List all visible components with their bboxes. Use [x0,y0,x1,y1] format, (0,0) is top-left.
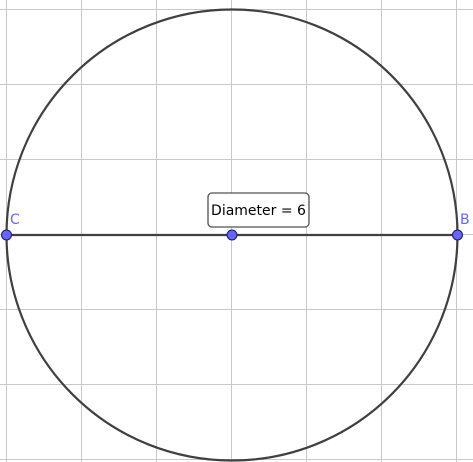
point-label-b: B [460,212,470,228]
annotation-box [207,192,310,228]
point-label-c: C [10,212,20,228]
diameter-annotation[interactable]: Diameter = 6 [207,192,310,228]
point-center[interactable] [226,229,238,241]
annotation-text: Diameter = 6 [211,203,306,219]
point-b[interactable] [452,229,463,241]
point-c[interactable] [1,229,12,241]
